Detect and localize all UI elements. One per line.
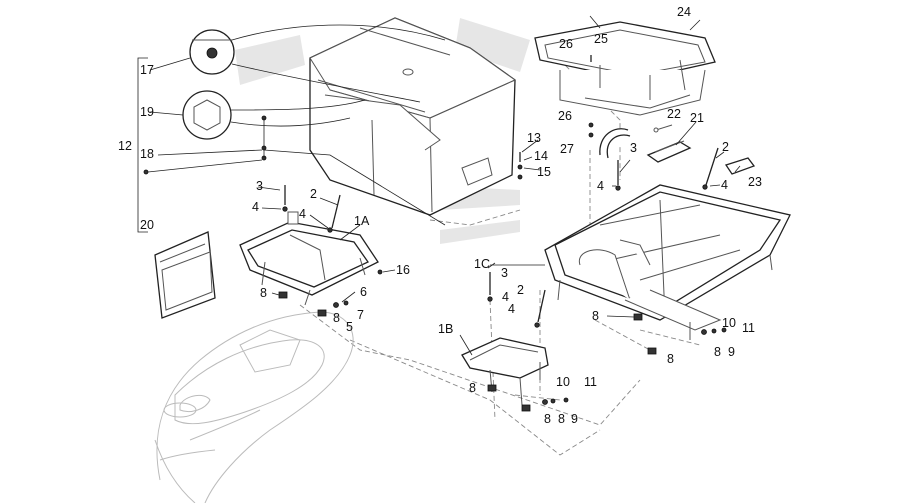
callout-8: 8 — [592, 309, 599, 323]
callout-20: 20 — [140, 218, 154, 232]
callout-18: 18 — [140, 147, 154, 161]
callout-26: 26 — [558, 109, 572, 123]
strap-part-21 — [646, 140, 692, 163]
callout-10: 10 — [556, 375, 570, 389]
callout-25: 25 — [594, 32, 608, 46]
callout-1A: 1A — [354, 214, 370, 228]
callout-3: 3 — [501, 266, 508, 280]
callout-6: 6 — [360, 285, 367, 299]
callout-8: 8 — [667, 352, 674, 366]
callout-3: 3 — [256, 179, 263, 193]
callout-23: 23 — [748, 175, 762, 189]
group-bracket-12 — [137, 57, 446, 233]
callout-13: 13 — [527, 131, 541, 145]
callout-8: 8 — [714, 345, 721, 359]
bolts-and-screws — [278, 55, 727, 412]
callout-9: 9 — [728, 345, 735, 359]
callout-5: 5 — [346, 320, 353, 334]
rack-1B — [461, 337, 549, 406]
callout-4: 4 — [597, 179, 604, 193]
top-case-box — [309, 17, 517, 216]
callout-8: 8 — [544, 412, 551, 426]
callout-16: 16 — [396, 263, 410, 277]
callout-8: 8 — [558, 412, 565, 426]
callout-1B: 1B — [438, 322, 453, 336]
callout-4: 4 — [508, 302, 515, 316]
callout-12: 12 — [118, 139, 132, 153]
callout-4: 4 — [252, 200, 259, 214]
callout-21: 21 — [690, 111, 704, 125]
callout-4: 4 — [721, 178, 728, 192]
basket-24 — [534, 21, 716, 116]
scooter-ghost-outline — [154, 311, 354, 503]
callout-11: 11 — [742, 321, 755, 335]
callout-22: 22 — [667, 107, 681, 121]
callout-27: 27 — [560, 142, 574, 156]
callout-2: 2 — [722, 140, 729, 154]
callout-14: 14 — [534, 149, 548, 163]
rack-1C — [544, 184, 791, 340]
manual-bag — [154, 231, 216, 319]
leader-lines — [257, 15, 741, 356]
callout-4: 4 — [299, 207, 306, 221]
callout-10: 10 — [722, 316, 736, 330]
detail-circle-17 — [189, 24, 446, 103]
pin-part-22 — [653, 124, 673, 133]
callout-24: 24 — [677, 5, 691, 19]
callout-15: 15 — [537, 165, 551, 179]
callout-11: 11 — [584, 375, 597, 389]
callout-26: 26 — [559, 37, 573, 51]
callout-8: 8 — [333, 311, 340, 325]
detail-circle-19 — [182, 90, 366, 140]
hook-part-27 — [599, 128, 631, 159]
callout-8: 8 — [260, 286, 267, 300]
callout-7: 7 — [357, 308, 364, 322]
callout-19: 19 — [140, 105, 154, 119]
callout-9: 9 — [571, 412, 578, 426]
callout-17: 17 — [140, 63, 154, 77]
callout-1C: 1C — [474, 257, 490, 271]
callout-4: 4 — [502, 290, 509, 304]
callout-8: 8 — [469, 381, 476, 395]
callout-labels: 24 25 26 26 27 22 21 3 2 4 23 4 13 14 15… — [118, 5, 762, 426]
callout-2: 2 — [517, 283, 524, 297]
rack-1A — [239, 211, 379, 306]
callout-2: 2 — [310, 187, 317, 201]
callout-3: 3 — [630, 141, 637, 155]
